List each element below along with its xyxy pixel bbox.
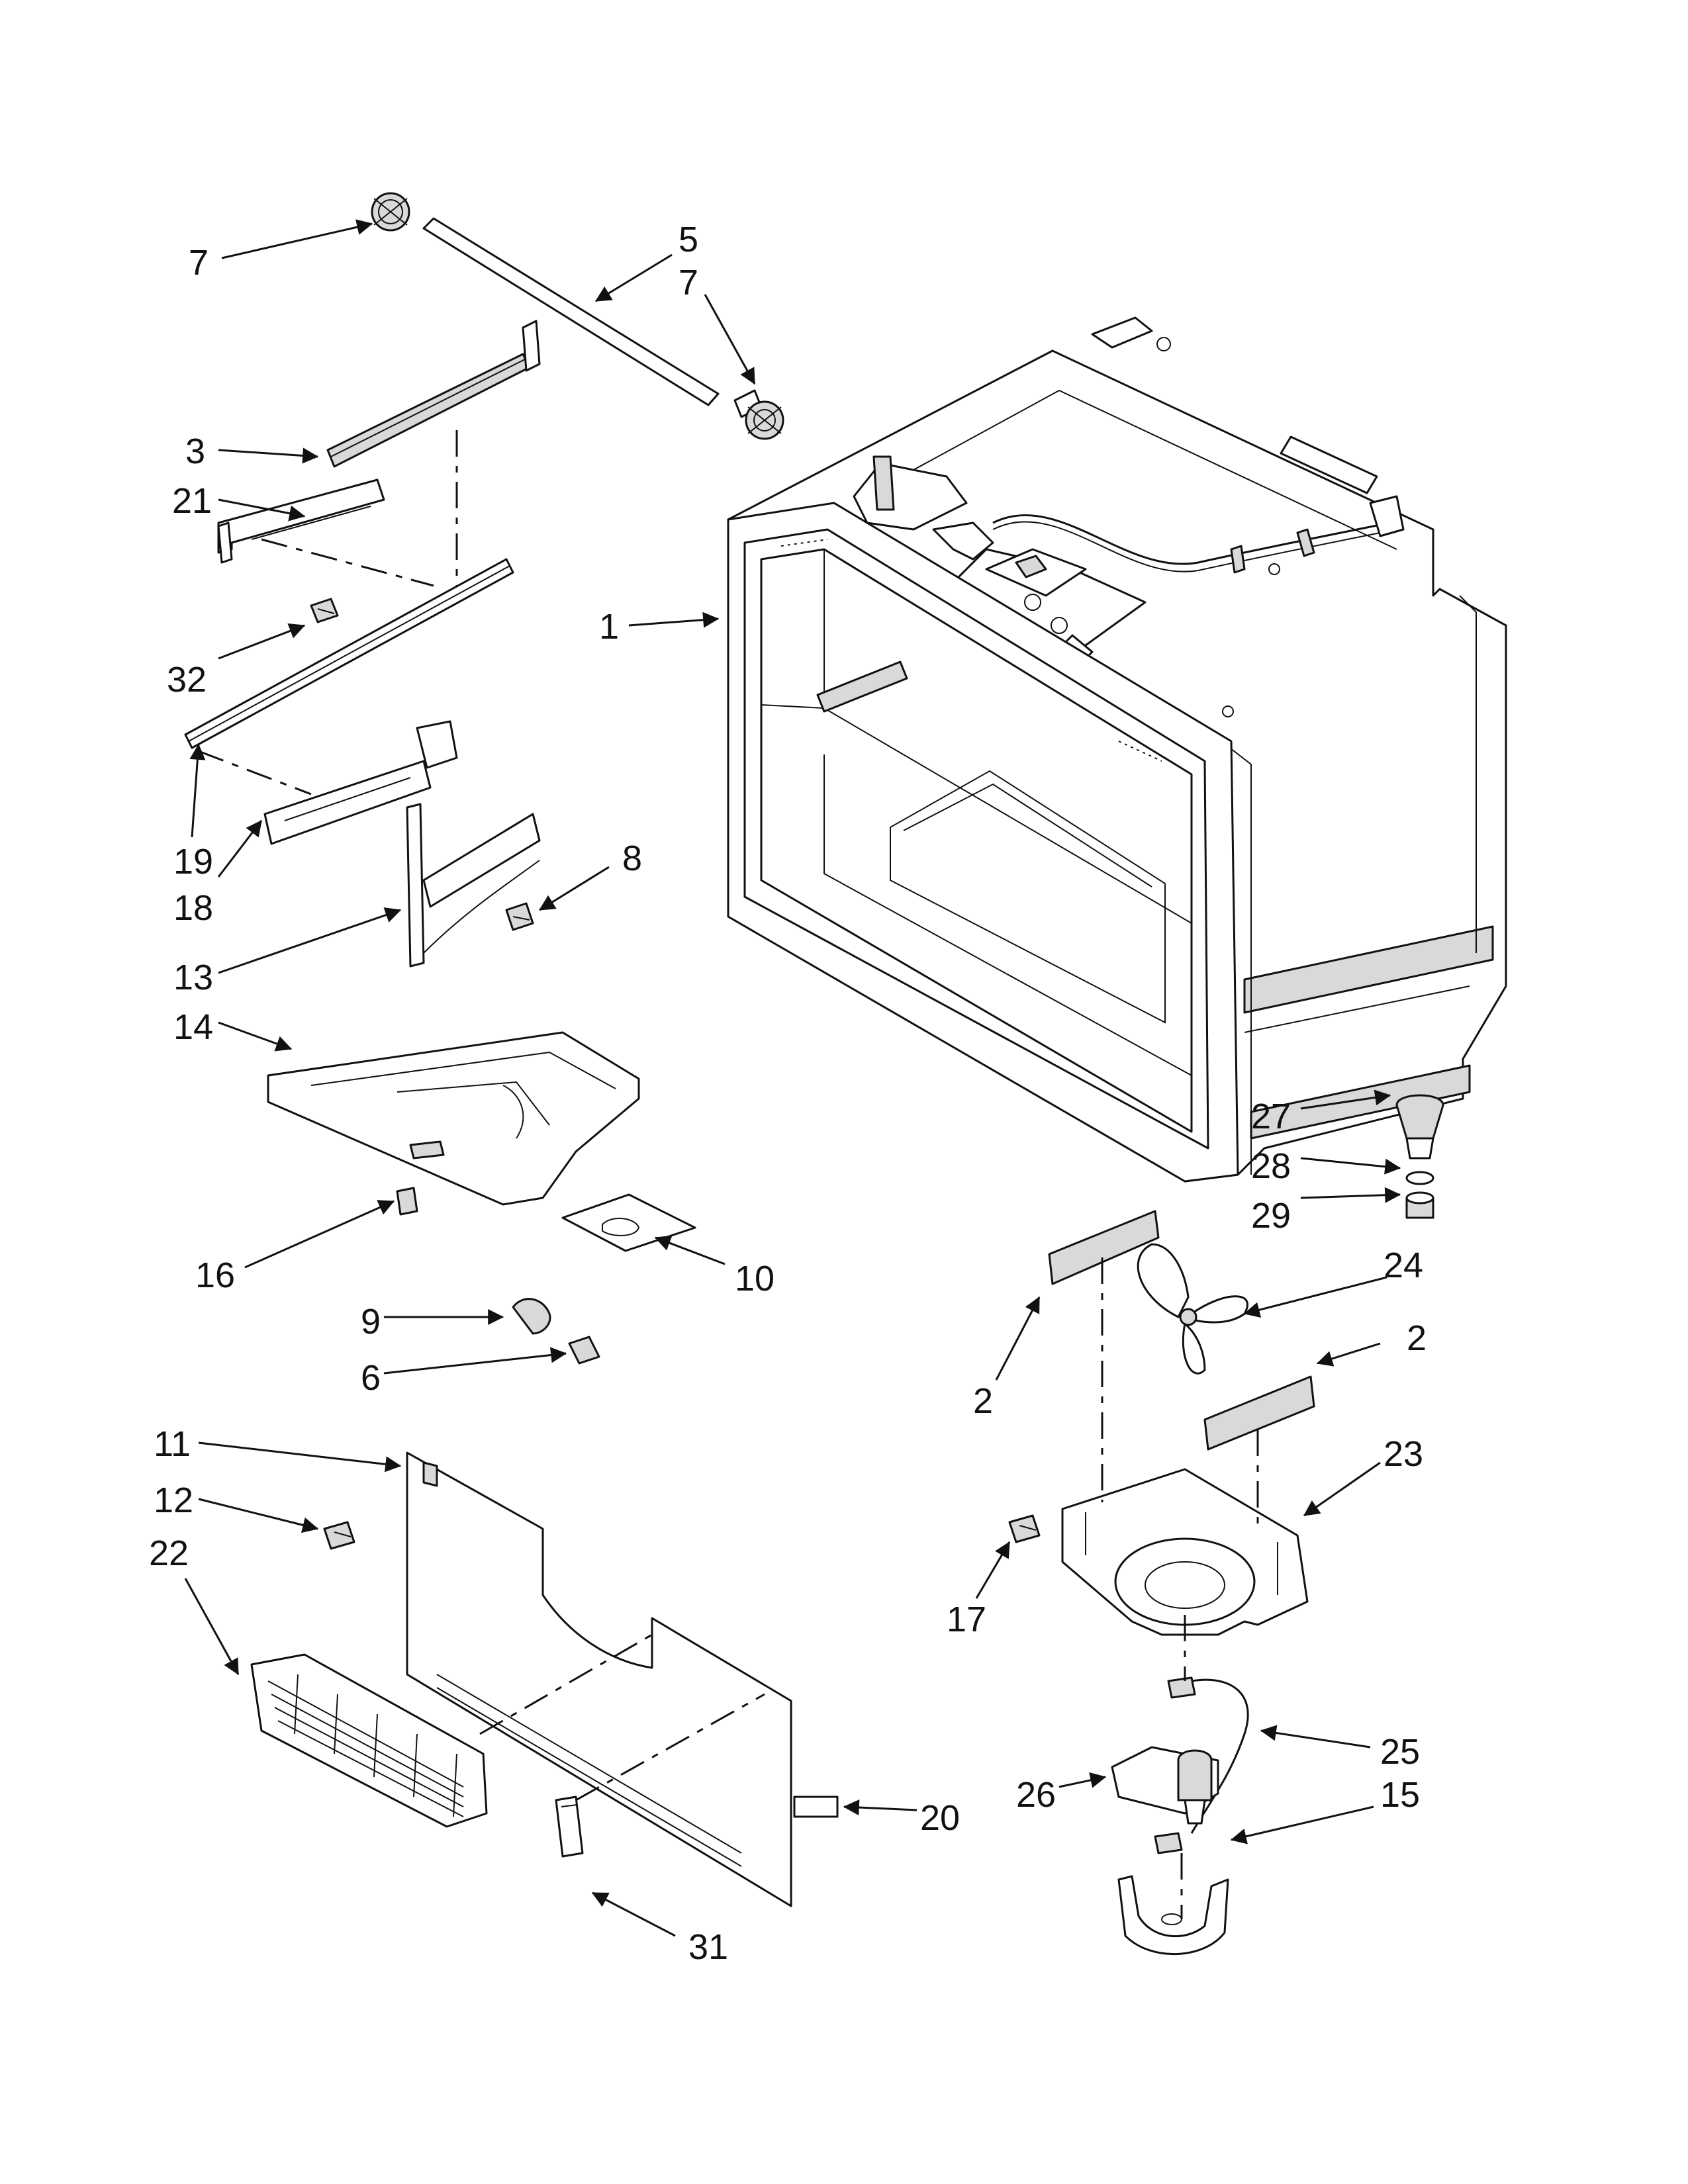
grille-part-22 bbox=[250, 1653, 488, 1828]
callout-15: 15 bbox=[1380, 1775, 1420, 1815]
bulb-part-9 bbox=[512, 1298, 551, 1335]
callout-10: 10 bbox=[735, 1259, 774, 1298]
shaft-coupler-bottom bbox=[1154, 1832, 1183, 1854]
callout-29: 29 bbox=[1251, 1196, 1291, 1236]
cover-part-14 bbox=[267, 1031, 640, 1206]
bracket-part-31 bbox=[555, 1796, 584, 1858]
screw-part-8 bbox=[505, 902, 534, 931]
fan-blade-part-24 bbox=[1137, 1243, 1248, 1375]
screw-part-17 bbox=[1008, 1514, 1041, 1543]
ring-part-28 bbox=[1405, 1171, 1434, 1185]
motor-bracket-part-15 bbox=[1117, 1875, 1229, 1955]
callout-5: 5 bbox=[679, 220, 698, 259]
gear-part-7-left bbox=[371, 192, 410, 232]
callout-32: 32 bbox=[167, 660, 207, 700]
callout-7b: 7 bbox=[679, 263, 698, 302]
callout-18: 18 bbox=[173, 888, 213, 928]
callout-12: 12 bbox=[154, 1480, 193, 1520]
callout-16: 16 bbox=[195, 1255, 235, 1295]
callout-labels: 7 5 7 3 21 1 32 19 18 8 13 14 27 28 29 1… bbox=[149, 220, 1427, 1967]
bracket-part-13 bbox=[406, 803, 541, 968]
callout-14: 14 bbox=[173, 1007, 213, 1047]
callout-20: 20 bbox=[920, 1798, 960, 1838]
callout-21: 21 bbox=[172, 481, 212, 521]
pad-part-2-upper bbox=[1048, 1210, 1160, 1285]
screw-part-32 bbox=[310, 598, 339, 623]
shaft-coupler-top bbox=[1167, 1676, 1196, 1699]
callout-11: 11 bbox=[154, 1424, 191, 1464]
callout-1: 1 bbox=[599, 607, 619, 647]
callout-8: 8 bbox=[622, 839, 642, 878]
callout-31: 31 bbox=[688, 1927, 728, 1967]
callout-26: 26 bbox=[1016, 1775, 1056, 1815]
gear-part-7-right bbox=[733, 389, 784, 440]
callout-25: 25 bbox=[1380, 1732, 1420, 1772]
callout-19: 19 bbox=[173, 842, 213, 882]
socket-part-6 bbox=[568, 1336, 600, 1365]
grommet-part-29 bbox=[1405, 1191, 1434, 1219]
callout-7a: 7 bbox=[189, 243, 209, 283]
callout-2b: 2 bbox=[1407, 1318, 1427, 1358]
callout-leaders bbox=[184, 219, 1401, 1937]
bracket-part-18 bbox=[263, 720, 458, 845]
callout-23: 23 bbox=[1383, 1434, 1423, 1474]
slide-rail-part-19 bbox=[184, 558, 514, 749]
callout-2a: 2 bbox=[973, 1381, 993, 1421]
rail-part-3 bbox=[326, 320, 541, 468]
callout-28: 28 bbox=[1251, 1146, 1291, 1186]
callout-6: 6 bbox=[361, 1358, 381, 1398]
seal-strip-part-20 bbox=[793, 1796, 839, 1818]
fan-motor-part-26 bbox=[1111, 1746, 1219, 1825]
rod-part-5 bbox=[422, 217, 720, 406]
freezer-liner-part-1 bbox=[727, 316, 1507, 1183]
callout-17: 17 bbox=[947, 1600, 986, 1639]
callout-3: 3 bbox=[185, 432, 205, 471]
alignment-lines bbox=[198, 430, 1259, 1919]
callout-24: 24 bbox=[1383, 1246, 1423, 1285]
callout-27: 27 bbox=[1251, 1097, 1291, 1136]
cup-part-27 bbox=[1395, 1094, 1444, 1160]
fan-housing-part-23 bbox=[1061, 1468, 1309, 1636]
callout-9: 9 bbox=[361, 1302, 381, 1342]
wire-harness-part-25 bbox=[1190, 1678, 1249, 1834]
screw-part-12 bbox=[323, 1521, 355, 1550]
panel-part-11 bbox=[406, 1451, 792, 1907]
callout-22: 22 bbox=[149, 1533, 189, 1573]
insulation-part-10 bbox=[561, 1193, 696, 1252]
clip-part-16 bbox=[396, 1187, 418, 1216]
callout-13: 13 bbox=[173, 958, 213, 997]
pad-part-2-lower bbox=[1203, 1375, 1315, 1451]
